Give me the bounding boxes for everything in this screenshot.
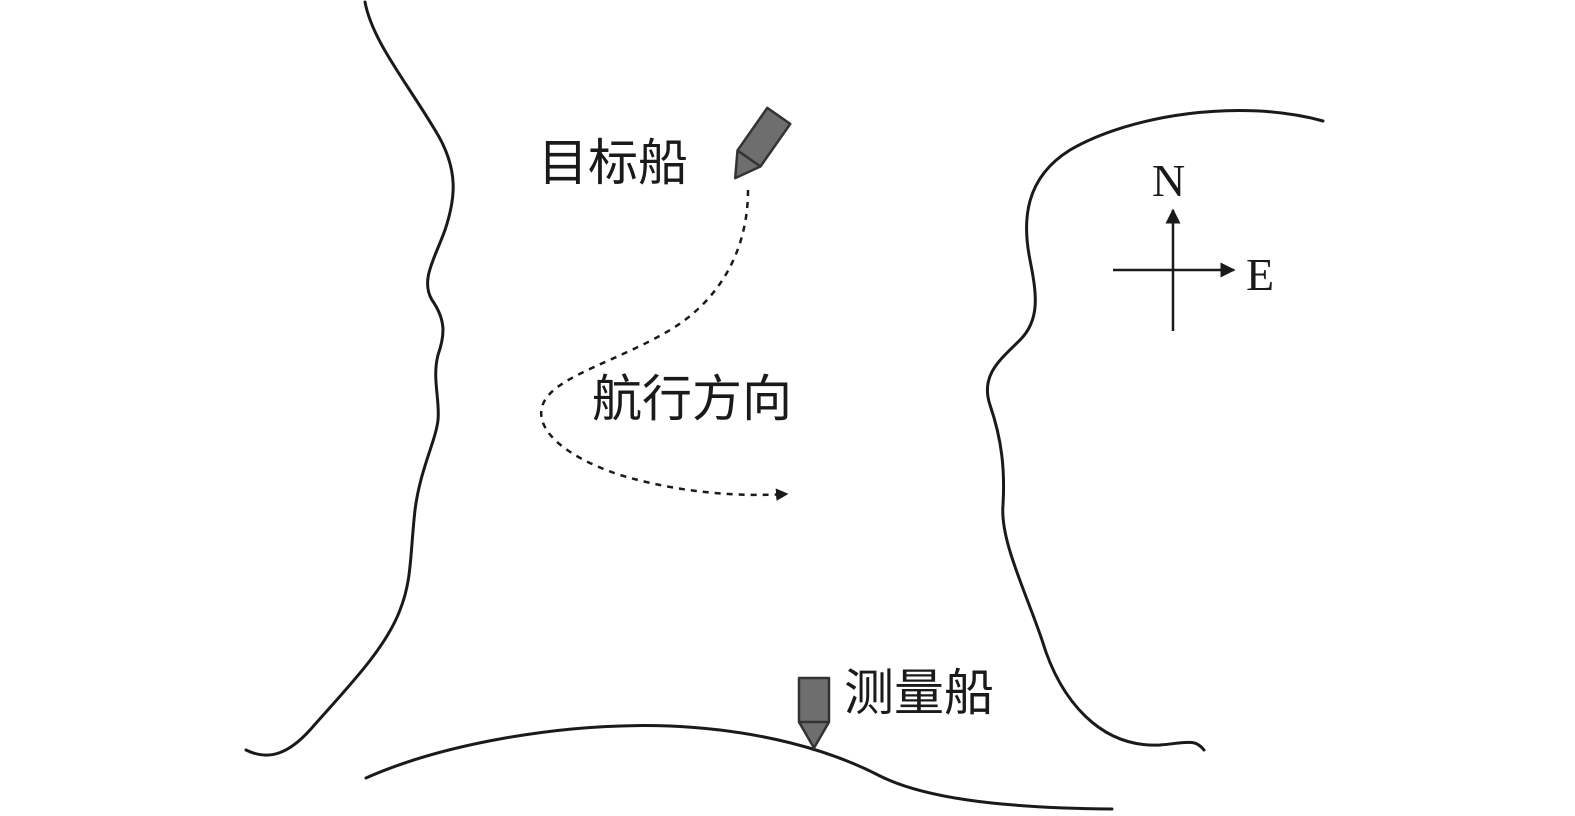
heading-label: 航行方向 — [592, 370, 792, 428]
survey-ship-label: 测量船 — [844, 664, 994, 722]
target-ship-icon — [733, 106, 792, 180]
compass-east-label: E — [1246, 249, 1274, 300]
survey-ship-icon — [797, 676, 831, 750]
heading-track — [539, 189, 789, 501]
compass: N E — [1113, 155, 1274, 331]
right-shoreline — [985, 109, 1325, 752]
compass-north-label: N — [1152, 155, 1185, 206]
left-shoreline — [244, 0, 455, 757]
bottom-shoreline — [364, 724, 1114, 811]
target-ship-label: 目标船 — [538, 134, 688, 192]
